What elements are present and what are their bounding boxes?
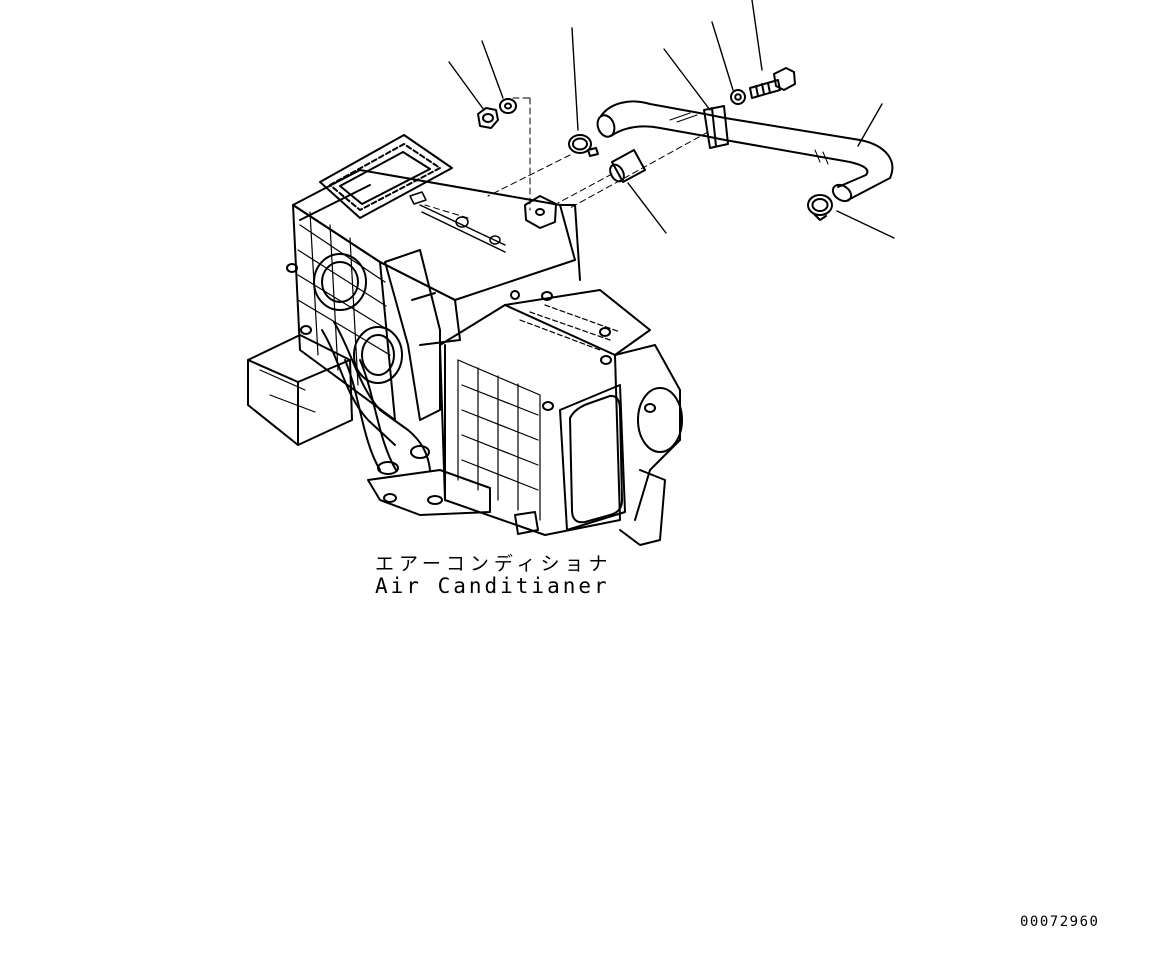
washer-icon	[731, 90, 745, 104]
component-label-japanese: エアーコンディショナ	[375, 553, 613, 575]
drawing-number: 00072960	[1020, 914, 1100, 930]
bent-tube-icon	[595, 101, 893, 204]
assembly-guide-lines	[425, 98, 708, 218]
component-label-english: Air Canditianer	[375, 574, 610, 598]
bolt-icon	[410, 192, 505, 252]
hose-clamp-icon	[569, 135, 598, 156]
washer-icon	[500, 99, 516, 113]
hex-nut-icon	[478, 108, 498, 128]
hose-sleeve-icon	[607, 150, 645, 184]
hose-clamp-icon	[808, 195, 832, 220]
leader-lines	[449, 0, 894, 238]
bolt-icon	[750, 68, 795, 98]
air-conditioner-unit-drawing	[248, 135, 682, 545]
